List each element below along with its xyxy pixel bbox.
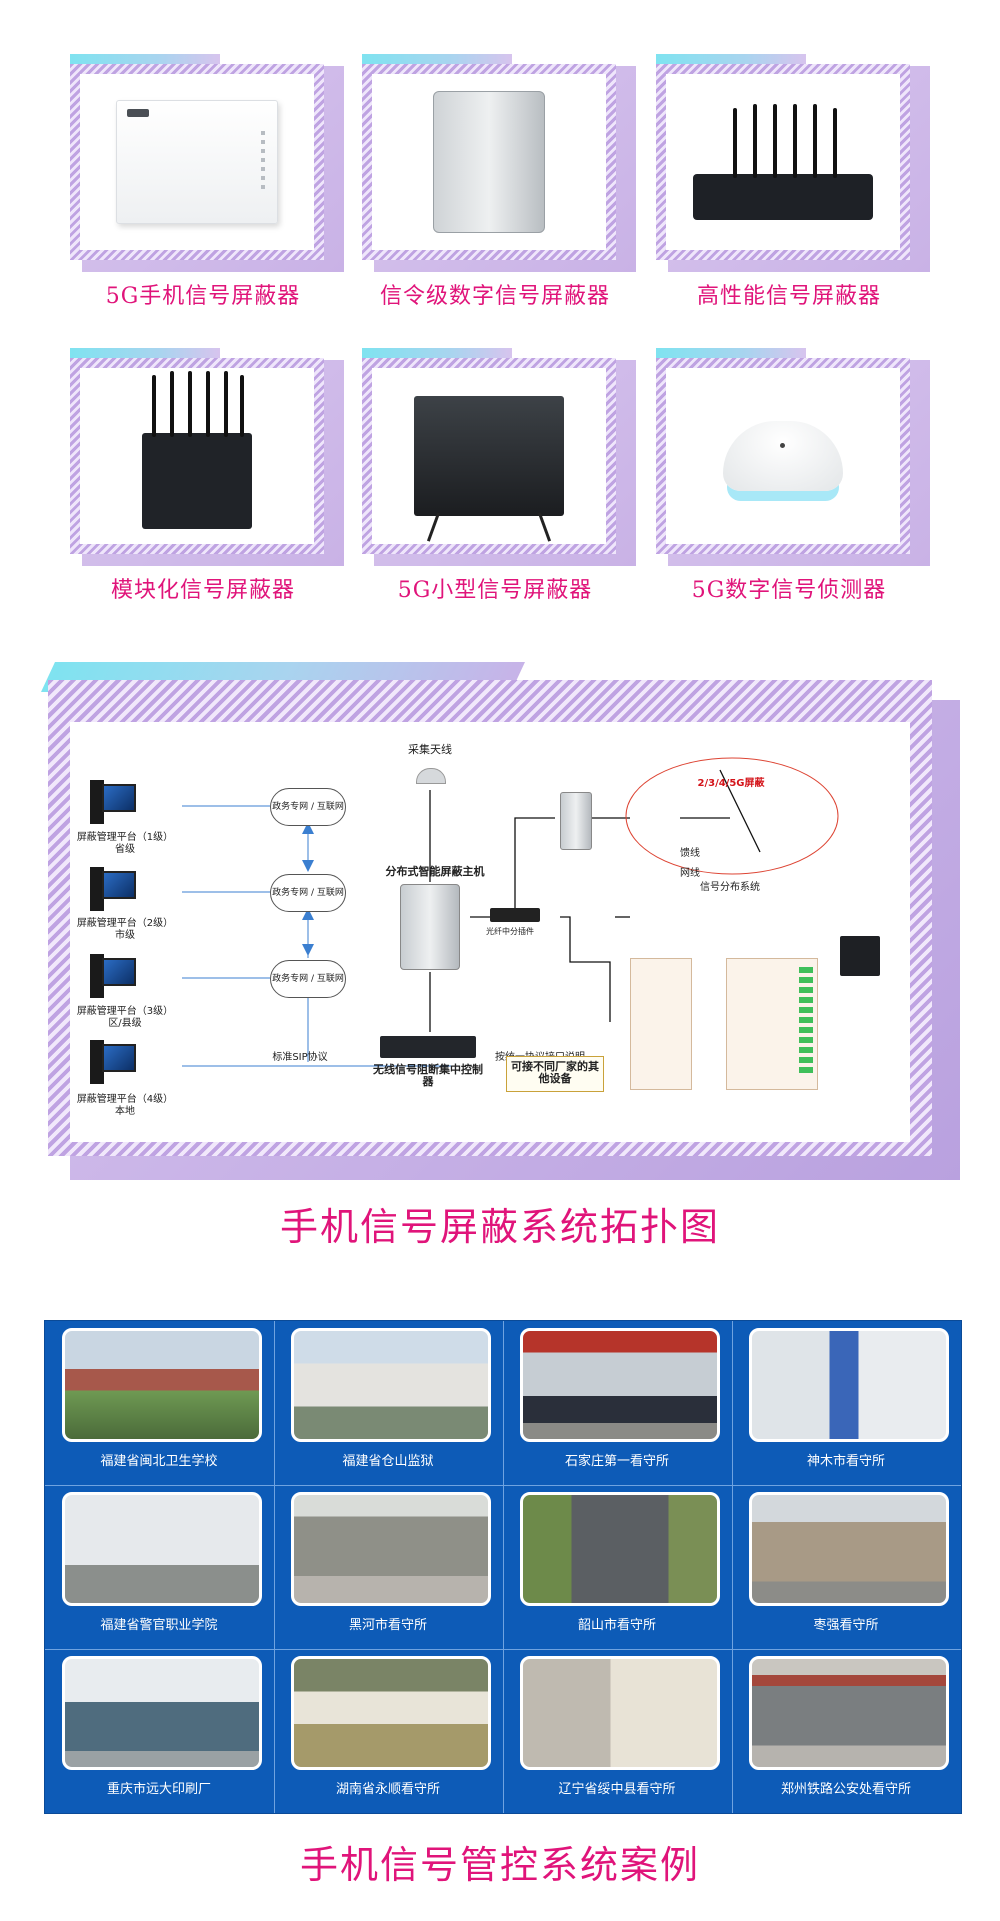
case-item[interactable]: 石家庄第一看守所 [506, 1322, 728, 1482]
case-photo [749, 1328, 949, 1442]
outdoor-cabinet-icon [433, 91, 545, 233]
other-vendor-box: 可接不同厂家的其他设备 [506, 1056, 604, 1092]
product-image [80, 368, 314, 544]
product-card-5[interactable]: 5G小型信号屏蔽器 [362, 348, 636, 603]
case-item[interactable]: 福建省警官职业学院 [48, 1486, 270, 1646]
white-jammer-panel-icon [116, 100, 278, 224]
case-item[interactable]: 枣强看守所 [735, 1486, 957, 1646]
floor-plan-2 [726, 958, 818, 1090]
case-photo [520, 1656, 720, 1770]
controller-label: 无线信号阻断集中控制器 [373, 1063, 483, 1088]
case-caption: 神木市看守所 [806, 1454, 885, 1469]
case-photo [749, 1492, 949, 1606]
case-photo [291, 1492, 491, 1606]
shield-tag: 2/3/4/5G屏蔽 [697, 778, 765, 789]
case-caption: 黑河市看守所 [348, 1618, 427, 1633]
case-photo [520, 1328, 720, 1442]
wall-jammer-icon [840, 936, 880, 976]
case-item[interactable]: 神木市看守所 [735, 1322, 957, 1482]
remote-unit-icon [560, 792, 592, 850]
dist-system-label: 信号分布系统 [700, 882, 760, 893]
case-caption: 福建省闽北卫生学校 [100, 1454, 218, 1469]
case-caption: 湖南省永顺看守所 [335, 1782, 440, 1797]
product-label: 高性能信号屏蔽器 [696, 284, 881, 309]
case-caption: 福建省警官职业学院 [100, 1618, 218, 1633]
signal-detector-icon [723, 421, 843, 491]
product-image [666, 74, 900, 250]
antenna-jammer-icon [693, 104, 873, 220]
antenna-label: 采集天线 [408, 743, 452, 756]
small-5g-jammer-icon [414, 396, 564, 542]
case-photo [62, 1492, 262, 1606]
product-image [80, 74, 314, 250]
case-caption: 石家庄第一看守所 [564, 1454, 669, 1469]
platform-2-label: 屏蔽管理平台（2级）市级 [76, 918, 174, 941]
cases-title: 手机信号管控系统案例 [299, 1843, 700, 1887]
case-item[interactable]: 黑河市看守所 [277, 1486, 499, 1646]
optical-splitter-icon [490, 908, 540, 922]
case-caption: 韶山市看守所 [577, 1618, 656, 1633]
network-cloud-icon: 政务专网 / 互联网 [270, 874, 346, 912]
case-caption: 福建省仓山监狱 [342, 1454, 434, 1469]
product-label: 信令级数字信号屏蔽器 [379, 284, 610, 309]
legend-feeder-label: 馈线 [680, 848, 700, 859]
platform-4-label: 屏蔽管理平台（4级）本地 [76, 1094, 174, 1117]
product-card-2[interactable]: 信令级数字信号屏蔽器 [362, 54, 636, 309]
case-photo [291, 1328, 491, 1442]
product-card-4[interactable]: 模块化信号屏蔽器 [70, 348, 344, 603]
topology-diagram: 屏蔽管理平台（1级）省级 屏蔽管理平台（2级）市级 屏蔽管理平台（3级）区/县级… [70, 722, 910, 1142]
case-caption: 郑州铁路公安处看守所 [780, 1782, 911, 1797]
modular-jammer-icon [142, 371, 252, 529]
product-label: 5G数字信号侦测器 [691, 578, 887, 603]
host-label: 分布式智能屏蔽主机 [385, 865, 485, 878]
product-image [372, 74, 606, 250]
case-photo [291, 1656, 491, 1770]
controller-device-icon [380, 1036, 476, 1058]
product-label: 模块化信号屏蔽器 [110, 578, 295, 603]
pc-icon [90, 1040, 136, 1086]
network-cloud-icon: 政务专网 / 互联网 [270, 788, 346, 826]
case-item[interactable]: 辽宁省绥中县看守所 [506, 1650, 728, 1810]
case-photo [749, 1656, 949, 1770]
case-item[interactable]: 郑州铁路公安处看守所 [735, 1650, 957, 1810]
combiner-label: 光纤中分插件 [486, 927, 534, 936]
pc-icon [90, 954, 136, 1000]
case-caption: 重庆市远大印刷厂 [106, 1782, 211, 1797]
product-label: 5G小型信号屏蔽器 [397, 578, 593, 603]
pc-icon [90, 780, 136, 826]
case-item[interactable]: 福建省仓山监狱 [277, 1322, 499, 1482]
network-cloud-icon: 政务专网 / 互联网 [270, 960, 346, 998]
case-photo [62, 1656, 262, 1770]
product-card-6[interactable]: 5G数字信号侦测器 [656, 348, 930, 603]
case-caption: 辽宁省绥中县看守所 [558, 1782, 676, 1797]
product-label: 5G手机信号屏蔽器 [105, 284, 301, 309]
case-item[interactable]: 湖南省永顺看守所 [277, 1650, 499, 1810]
topology-title: 手机信号屏蔽系统拓扑图 [279, 1205, 720, 1249]
product-image [372, 368, 606, 544]
platform-3-label: 屏蔽管理平台（3级）区/县级 [76, 1006, 174, 1029]
case-item[interactable]: 韶山市看守所 [506, 1486, 728, 1646]
host-device-icon [400, 884, 460, 970]
case-item[interactable]: 福建省闽北卫生学校 [48, 1322, 270, 1482]
product-image [666, 368, 900, 544]
product-card-1[interactable]: 5G手机信号屏蔽器 [70, 54, 344, 309]
case-photo [520, 1492, 720, 1606]
case-item[interactable]: 重庆市远大印刷厂 [48, 1650, 270, 1810]
case-caption: 枣强看守所 [813, 1618, 879, 1633]
sip-label: 标准SIP协议 [272, 1052, 328, 1063]
product-card-3[interactable]: 高性能信号屏蔽器 [656, 54, 930, 309]
legend-net-label: 网线 [680, 868, 700, 879]
platform-1-label: 屏蔽管理平台（1级）省级 [76, 832, 174, 855]
floor-plan-1 [630, 958, 692, 1090]
pc-icon [90, 867, 136, 913]
case-photo [62, 1328, 262, 1442]
